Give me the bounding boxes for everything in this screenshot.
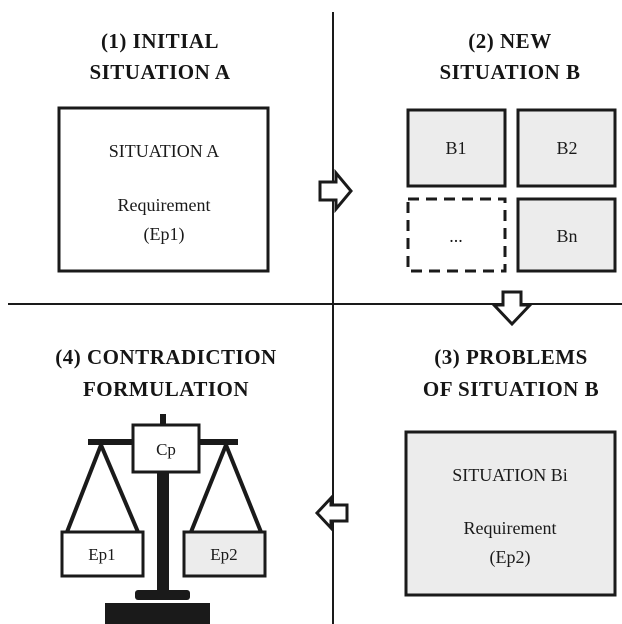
option-b1-label: B1 <box>445 138 466 158</box>
option-box-b1: B1 <box>406 108 507 188</box>
option-b2-label: B2 <box>556 138 577 158</box>
balance-right-pan: Ep2 <box>182 530 267 578</box>
q2-title-line2: SITUATION B <box>439 60 580 84</box>
option-box-ellipsis: ... <box>406 197 507 273</box>
situation-b-options: B1 B2 ... Bn <box>406 108 617 273</box>
q3-title-line2: OF SITUATION B <box>423 377 599 401</box>
arrow-right-icon <box>318 168 353 214</box>
option-bn-label: Bn <box>556 226 577 246</box>
situation-bi-requirement: Requirement <box>464 518 557 538</box>
situation-a-requirement: Requirement <box>118 195 211 215</box>
situation-a-parameter: (Ep1) <box>144 224 185 245</box>
situation-bi-parameter: (Ep2) <box>490 547 531 568</box>
balance-left-pan-label: Ep1 <box>88 545 115 564</box>
option-ellipsis-label: ... <box>449 226 463 246</box>
arrow-down-icon <box>490 290 534 327</box>
balance-scale-icon: Cp Ep1 Ep2 <box>60 414 267 624</box>
situation-bi-label: SITUATION Bi <box>452 465 568 485</box>
option-box-b2: B2 <box>516 108 617 188</box>
q4-title-line1: (4) CONTRADICTION <box>55 345 276 369</box>
balance-left-pan: Ep1 <box>60 530 145 578</box>
situation-bi-box: SITUATION Bi Requirement (Ep2) <box>404 430 617 597</box>
balance-center-label: Cp <box>156 440 176 459</box>
situation-a-box: SITUATION A Requirement (Ep1) <box>57 106 270 273</box>
balance-right-pan-label: Ep2 <box>210 545 237 564</box>
q3-title-line1: (3) PROBLEMS <box>434 345 588 369</box>
q1-title-line2: SITUATION A <box>89 60 230 84</box>
q2-title-line1: (2) NEW <box>468 29 551 53</box>
q4-title-line2: FORMULATION <box>83 377 249 401</box>
balance-center-box: Cp <box>131 423 201 474</box>
option-box-bn: Bn <box>516 197 617 273</box>
arrow-left-icon <box>314 494 349 532</box>
situation-a-label: SITUATION A <box>109 141 220 161</box>
q1-title-line1: (1) INITIAL <box>101 29 219 53</box>
